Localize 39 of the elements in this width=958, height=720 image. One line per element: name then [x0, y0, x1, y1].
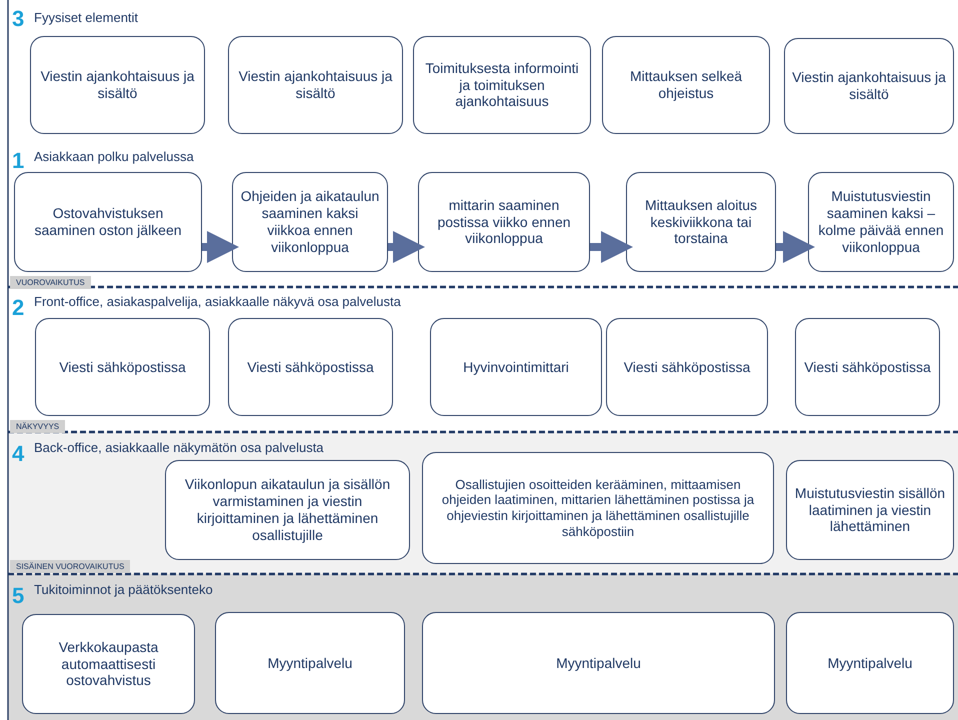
- block-arrow: [388, 231, 425, 263]
- section-number: 3: [12, 8, 24, 30]
- section-heading: Tukitoiminnot ja päätöksenteko: [34, 582, 213, 597]
- process-box: Osallistujien osoitteiden kerääminen, mittaamisen ohjeiden laatiminen, mittarien lähettäminen postissa ja ohjeviestin kirjoittaminen ja lähettäminen osallistujille sähköpostiin: [422, 452, 774, 564]
- touchpoint-box: Viesti sähköpostissa: [606, 318, 768, 416]
- support-box: Myyntipalvelu: [786, 612, 954, 714]
- support-box: Myyntipalvelu: [422, 612, 775, 714]
- lane-tag: VUOROVAIKUTUS: [10, 276, 91, 289]
- touchpoint-box: Viesti sähköpostissa: [795, 318, 940, 416]
- section-number: 4: [12, 443, 24, 465]
- journey-step-box: Ostovahvistuksen saaminen oston jälkeen: [14, 172, 202, 272]
- element-box: Toimituksesta informointi ja toimituksen ajankohtaisuus: [413, 36, 591, 134]
- touchpoint-box: Hyvinvointimittari: [430, 318, 602, 416]
- block-arrow: [776, 231, 815, 263]
- process-box: Muistutusviestin sisällön laatiminen ja viestin lähettäminen: [786, 460, 954, 560]
- touchpoint-box: Viesti sähköpostissa: [228, 318, 393, 416]
- lane-tag: NÄKYVYYS: [10, 420, 66, 433]
- element-box: Viestin ajankohtaisuus ja sisältö: [228, 36, 403, 134]
- element-box: Viestin ajankohtaisuus ja sisältö: [784, 38, 954, 134]
- section-number: 5: [12, 585, 24, 607]
- block-arrow: [590, 231, 633, 263]
- process-box: Viikonlopun aikataulun ja sisällön varmistaminen ja viestin kirjoittaminen ja lähettäminen osallistujille: [165, 460, 410, 560]
- lane-tag: SISÄINEN VUOROVAIKUTUS: [10, 560, 130, 573]
- journey-step-box: Muistutusviestin saaminen kaksi – kolme päivää ennen viikonloppua: [808, 172, 954, 272]
- section-heading: Asiakkaan polku palvelussa: [34, 149, 194, 164]
- element-box: Mittauksen selkeä ohjeistus: [602, 36, 770, 134]
- section-number: 2: [12, 297, 24, 319]
- touchpoint-box: Viesti sähköpostissa: [35, 318, 210, 416]
- block-arrow: [202, 231, 239, 263]
- journey-step-box: Mittauksen aloitus keskiviikkona tai torstaina: [626, 172, 776, 272]
- element-box: Viestin ajankohtaisuus ja sisältö: [30, 36, 205, 134]
- section-heading: Front-office, asiakaspalvelija, asiakkaalle näkyvä osa palvelusta: [34, 294, 401, 309]
- support-box: Verkkokaupasta automaattisesti ostovahvistus: [22, 614, 195, 714]
- section-number: 1: [12, 150, 24, 172]
- journey-step-box: Ohjeiden ja aikataulun saaminen kaksi viikkoa ennen viikonloppua: [232, 172, 388, 272]
- section-heading: Back-office, asiakkaalle näkymätön osa palvelusta: [34, 440, 324, 455]
- support-box: Myyntipalvelu: [215, 612, 405, 714]
- journey-step-box: mittarin saaminen postissa viikko ennen viikonloppua: [418, 172, 590, 272]
- section-heading: Fyysiset elementit: [34, 10, 138, 25]
